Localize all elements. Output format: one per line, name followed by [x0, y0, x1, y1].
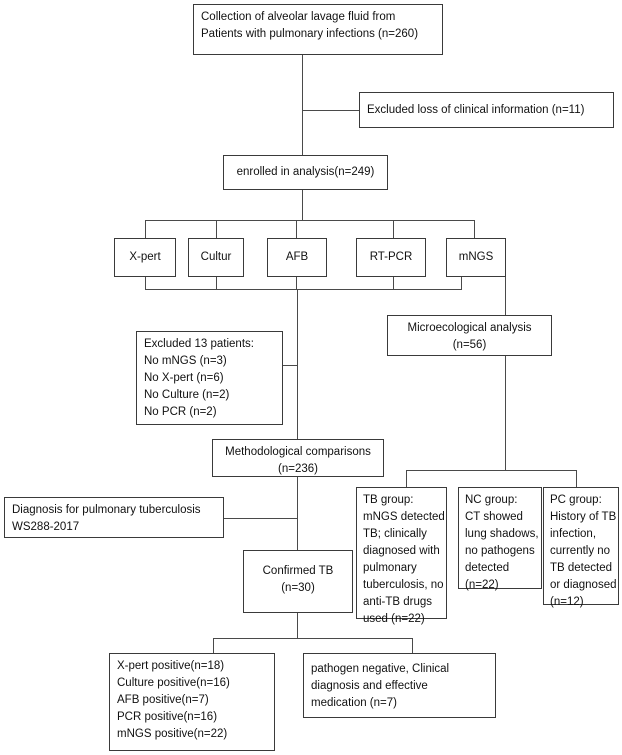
node-tb-group-line6: tuberculosis, no	[363, 579, 444, 591]
connector-methods-drop-xpert	[145, 220, 146, 238]
connector-drop-positive-results	[213, 638, 214, 653]
node-tb-group-line8: used (n=22)	[363, 613, 425, 625]
node-pc-group-line4: currently no	[550, 545, 611, 557]
node-pathogen-negative: pathogen negative, Clinical diagnosis an…	[303, 653, 496, 718]
node-method-afb-label: AFB	[285, 251, 309, 263]
connector-xpert-down	[145, 277, 146, 289]
connector-enrolled-down	[302, 190, 303, 220]
node-tb-group-line2: mNGS detected	[363, 511, 445, 523]
node-positive-results: X-pert positive(n=18) Culture positive(n…	[109, 653, 275, 751]
connector-groups-bus	[406, 470, 576, 471]
node-microecological-line1: Microecological analysis	[407, 322, 532, 334]
node-methodological-line1: Methodological comparisons	[225, 446, 371, 458]
node-excluded-13-patients: Excluded 13 patients: No mNGS (n=3) No X…	[136, 331, 283, 425]
node-methodological-line2: (n=236)	[278, 463, 318, 475]
connector-afb-down	[296, 277, 297, 289]
node-method-afb: AFB	[267, 238, 327, 277]
connector-excluded13-to-stem	[283, 365, 298, 366]
connector-diagnosis-std-to-stem	[224, 518, 298, 519]
node-positive-results-line5: mNGS positive(n=22)	[117, 728, 228, 740]
connector-methods-bus	[145, 220, 474, 221]
connector-mngs-down-left	[461, 277, 462, 289]
connector-drop-tb-group	[406, 470, 407, 487]
connector-mngs-to-microecological	[505, 277, 506, 315]
node-excluded-13-line4: No Culture (n=2)	[144, 389, 230, 401]
node-tb-group-line4: diagnosed with	[363, 545, 440, 557]
node-confirmed-tb-line1: Confirmed TB	[262, 565, 334, 577]
connector-merge-to-methodological	[297, 289, 298, 439]
node-positive-results-line1: X-pert positive(n=18)	[117, 660, 225, 672]
node-pc-group: PC group: History of TB infection, curre…	[543, 487, 619, 608]
node-pc-group-line1: PC group:	[550, 494, 602, 506]
node-nc-group: NC group: CT showed lung shadows, no pat…	[458, 487, 542, 591]
node-excluded-loss-line1: Excluded loss of clinical information (n…	[367, 103, 585, 116]
connector-methods-drop-afb	[296, 220, 297, 238]
node-positive-results-line2: Culture positive(n=16)	[117, 677, 230, 689]
node-pc-group-line7: (n=12)	[550, 596, 584, 608]
node-tb-group-line5: pulmonary	[363, 562, 417, 574]
connector-methods-drop-cultur	[216, 220, 217, 238]
connector-rtpcr-down	[393, 277, 394, 289]
node-nc-group-line5: detected	[465, 562, 510, 574]
node-nc-group-line1: NC group:	[465, 494, 518, 506]
node-pc-group-line3: infection,	[550, 528, 597, 540]
node-method-mngs-label: mNGS	[458, 251, 494, 263]
node-nc-group-line2: CT showed	[465, 511, 523, 523]
node-microecological-analysis: Microecological analysis (n=56)	[387, 315, 552, 356]
connector-methods-drop-mngs	[474, 220, 475, 238]
node-diagnosis-standard: Diagnosis for pulmonary tuberculosis WS2…	[4, 497, 224, 538]
connector-microecological-down	[505, 356, 506, 470]
node-excluded-loss: Excluded loss of clinical information (n…	[359, 92, 614, 128]
connector-methods-merge-bus	[145, 289, 462, 290]
node-nc-group-line3: lung shadows,	[465, 528, 539, 540]
node-nc-group-line4: no pathogens	[465, 545, 535, 557]
node-microecological-line2: (n=56)	[452, 339, 487, 351]
connector-drop-pathogen-negative	[412, 638, 413, 653]
node-excluded-13-line1: Excluded 13 patients:	[144, 338, 254, 350]
node-pc-group-line2: History of TB	[550, 511, 617, 523]
node-method-x-pert-label: X-pert	[129, 251, 161, 263]
connector-collection-to-enrolled	[302, 55, 303, 155]
connector-to-excluded-loss	[302, 110, 359, 111]
node-positive-results-line4: PCR positive(n=16)	[117, 711, 218, 723]
node-tb-group-line1: TB group:	[363, 494, 414, 506]
node-methodological-comparisons: Methodological comparisons (n=236)	[212, 439, 384, 477]
connector-drop-pc-group	[576, 470, 577, 487]
node-excluded-13-line5: No PCR (n=2)	[144, 406, 217, 418]
node-collection-line2: Patients with pulmonary infections (n=26…	[201, 28, 419, 40]
node-nc-group-line6: (n=22)	[465, 579, 499, 591]
node-method-cultur: Cultur	[188, 238, 244, 277]
node-collection-line1: Collection of alveolar lavage fluid from	[201, 11, 396, 23]
node-excluded-13-line3: No X-pert (n=6)	[144, 372, 224, 384]
node-pathogen-negative-line1: pathogen negative, Clinical	[311, 663, 450, 675]
node-diagnosis-standard-line2: WS288-2017	[12, 521, 80, 533]
node-pathogen-negative-line3: medication (n=7)	[311, 697, 397, 709]
node-tb-group-line3: TB; clinically	[363, 528, 427, 540]
node-collection: Collection of alveolar lavage fluid from…	[193, 4, 443, 55]
node-positive-results-line3: AFB positive(n=7)	[117, 694, 209, 706]
node-method-mngs: mNGS	[446, 238, 506, 277]
node-confirmed-tb-line2: (n=30)	[281, 582, 315, 594]
node-diagnosis-standard-line1: Diagnosis for pulmonary tuberculosis	[12, 504, 201, 516]
connector-methodological-to-confirmed	[297, 477, 298, 550]
node-method-rt-pcr: RT-PCR	[356, 238, 426, 277]
node-excluded-13-line2: No mNGS (n=3)	[144, 355, 227, 367]
node-pathogen-negative-line2: diagnosis and effective	[311, 680, 428, 692]
node-method-x-pert: X-pert	[114, 238, 176, 277]
node-enrolled-line1: enrolled in analysis(n=249)	[236, 166, 375, 178]
node-pc-group-line6: or diagnosed	[550, 579, 617, 591]
node-tb-group: TB group: mNGS detected TB; clinically d…	[356, 487, 447, 625]
connector-results-bus	[213, 638, 413, 639]
connector-confirmed-down	[297, 613, 298, 638]
connector-cultur-down	[216, 277, 217, 289]
node-pc-group-line5: TB detected	[550, 562, 613, 574]
connector-methods-drop-rtpcr	[393, 220, 394, 238]
node-enrolled: enrolled in analysis(n=249)	[223, 155, 388, 190]
node-method-rt-pcr-label: RT-PCR	[369, 251, 413, 263]
node-method-cultur-label: Cultur	[200, 251, 232, 263]
node-tb-group-line7: anti-TB drugs	[363, 596, 433, 608]
node-confirmed-tb: Confirmed TB (n=30)	[243, 550, 353, 613]
